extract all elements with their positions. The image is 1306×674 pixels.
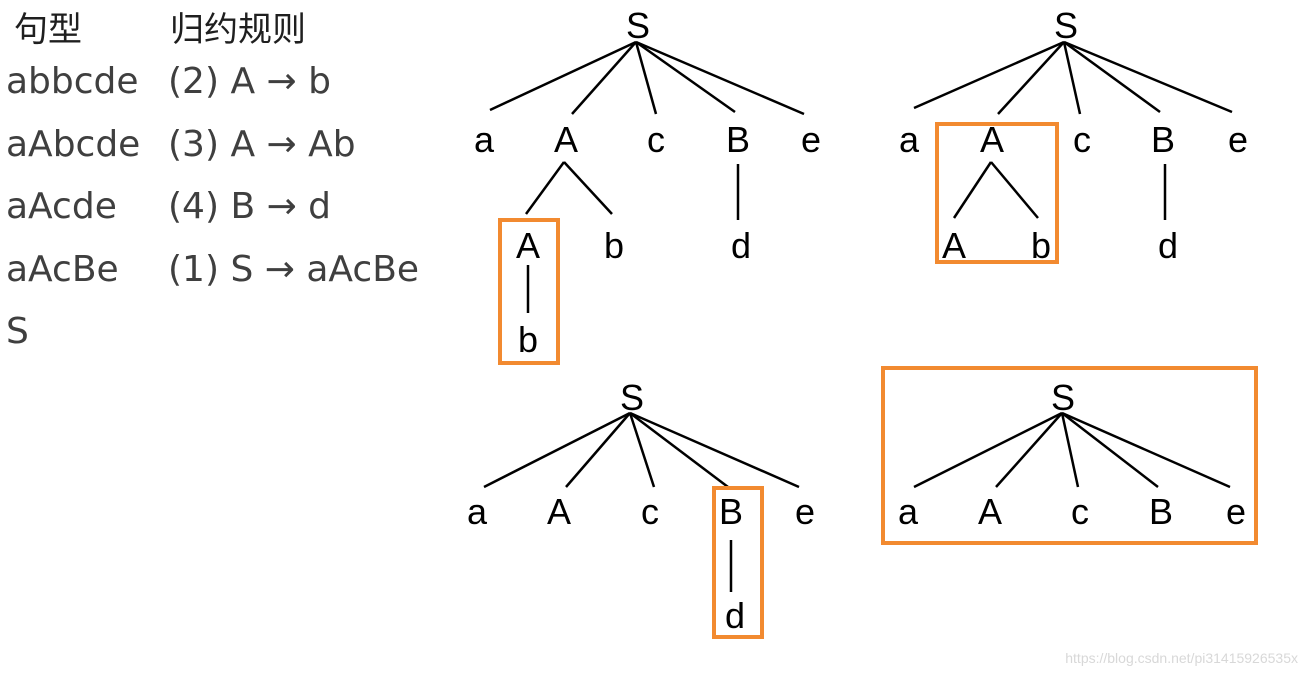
tree-3-child-B: B (719, 491, 743, 532)
tree-2-A-child-b: b (1031, 225, 1051, 266)
tree-3-B-child-d: d (725, 595, 745, 636)
tree-3-child-c: c (641, 491, 659, 532)
tree-3-root: S (620, 377, 644, 418)
watermark-text: https://blog.csdn.net/pi31415926535x (1065, 650, 1298, 666)
row-4-rule: (1) S → aAcBe (168, 249, 420, 290)
tree-2-child-B: B (1151, 119, 1175, 160)
tree-4-child-e: e (1226, 491, 1246, 532)
tree-2-A-child-A: A (942, 225, 966, 266)
tree-1-A-child-b: b (604, 225, 624, 266)
tree-4-labels: S a A c B e (898, 377, 1246, 532)
reduction-table: 句型 归约规则 abbcde (2) A → b aAbcde (3) A → … (0, 0, 460, 360)
highlight-box-A-b (498, 218, 560, 365)
row-3-rule: (4) B → d (168, 186, 332, 227)
tree-4-child-a: a (898, 491, 919, 532)
tree-2-root: S (1054, 5, 1078, 46)
highlight-box-A-Ab (935, 122, 1059, 264)
tree-1-child-A: A (554, 119, 578, 160)
row-4-sentence: aAcBe (6, 249, 119, 290)
tree-1-root: S (626, 5, 650, 46)
tree-1-B-child-d: d (731, 225, 751, 266)
highlight-box-S (881, 366, 1258, 545)
tree-2-child-A: A (980, 119, 1004, 160)
row-5-sentence: S (6, 311, 29, 352)
row-1-sentence: abbcde (6, 61, 139, 102)
tree-4-root: S (1051, 377, 1075, 418)
tree-3-child-A: A (547, 491, 571, 532)
tree-1-edges (489, 40, 805, 313)
tree-1-A-child-A: A (516, 225, 540, 266)
row-2-sentence: aAbcde (6, 124, 141, 165)
tree-1-child-e: e (801, 119, 821, 160)
tree-2-child-e: e (1228, 119, 1248, 160)
tree-1-child-B: B (726, 119, 750, 160)
tree-4-child-c: c (1071, 491, 1089, 532)
header-rule: 归约规则 (170, 10, 306, 50)
tree-1-child-a: a (474, 119, 495, 160)
row-2-rule: (3) A → Ab (168, 124, 356, 165)
tree-2-child-c: c (1073, 119, 1091, 160)
tree-3-labels: S a A c B e d (467, 377, 815, 636)
tree-3-child-e: e (795, 491, 815, 532)
tree-1-child-c: c (647, 119, 665, 160)
tree-1-labels: S a A c B e A b b d (474, 5, 821, 360)
tree-4-edges (913, 411, 1231, 489)
tree-2-child-a: a (899, 119, 920, 160)
row-1-rule: (2) A → b (168, 61, 331, 102)
tree-2-B-child-d: d (1158, 225, 1178, 266)
tree-1-AA-child-b: b (518, 319, 538, 360)
header-sentence: 句型 (14, 10, 82, 50)
tree-4-child-B: B (1149, 491, 1173, 532)
tree-2-edges (913, 40, 1233, 220)
tree-3-edges (483, 411, 800, 592)
row-3-sentence: aAcde (6, 186, 117, 227)
tree-3-child-a: a (467, 491, 488, 532)
tree-2-labels: S a A c B e A b d (899, 5, 1248, 266)
tree-4-child-A: A (978, 491, 1002, 532)
highlight-box-B-d (712, 486, 764, 639)
